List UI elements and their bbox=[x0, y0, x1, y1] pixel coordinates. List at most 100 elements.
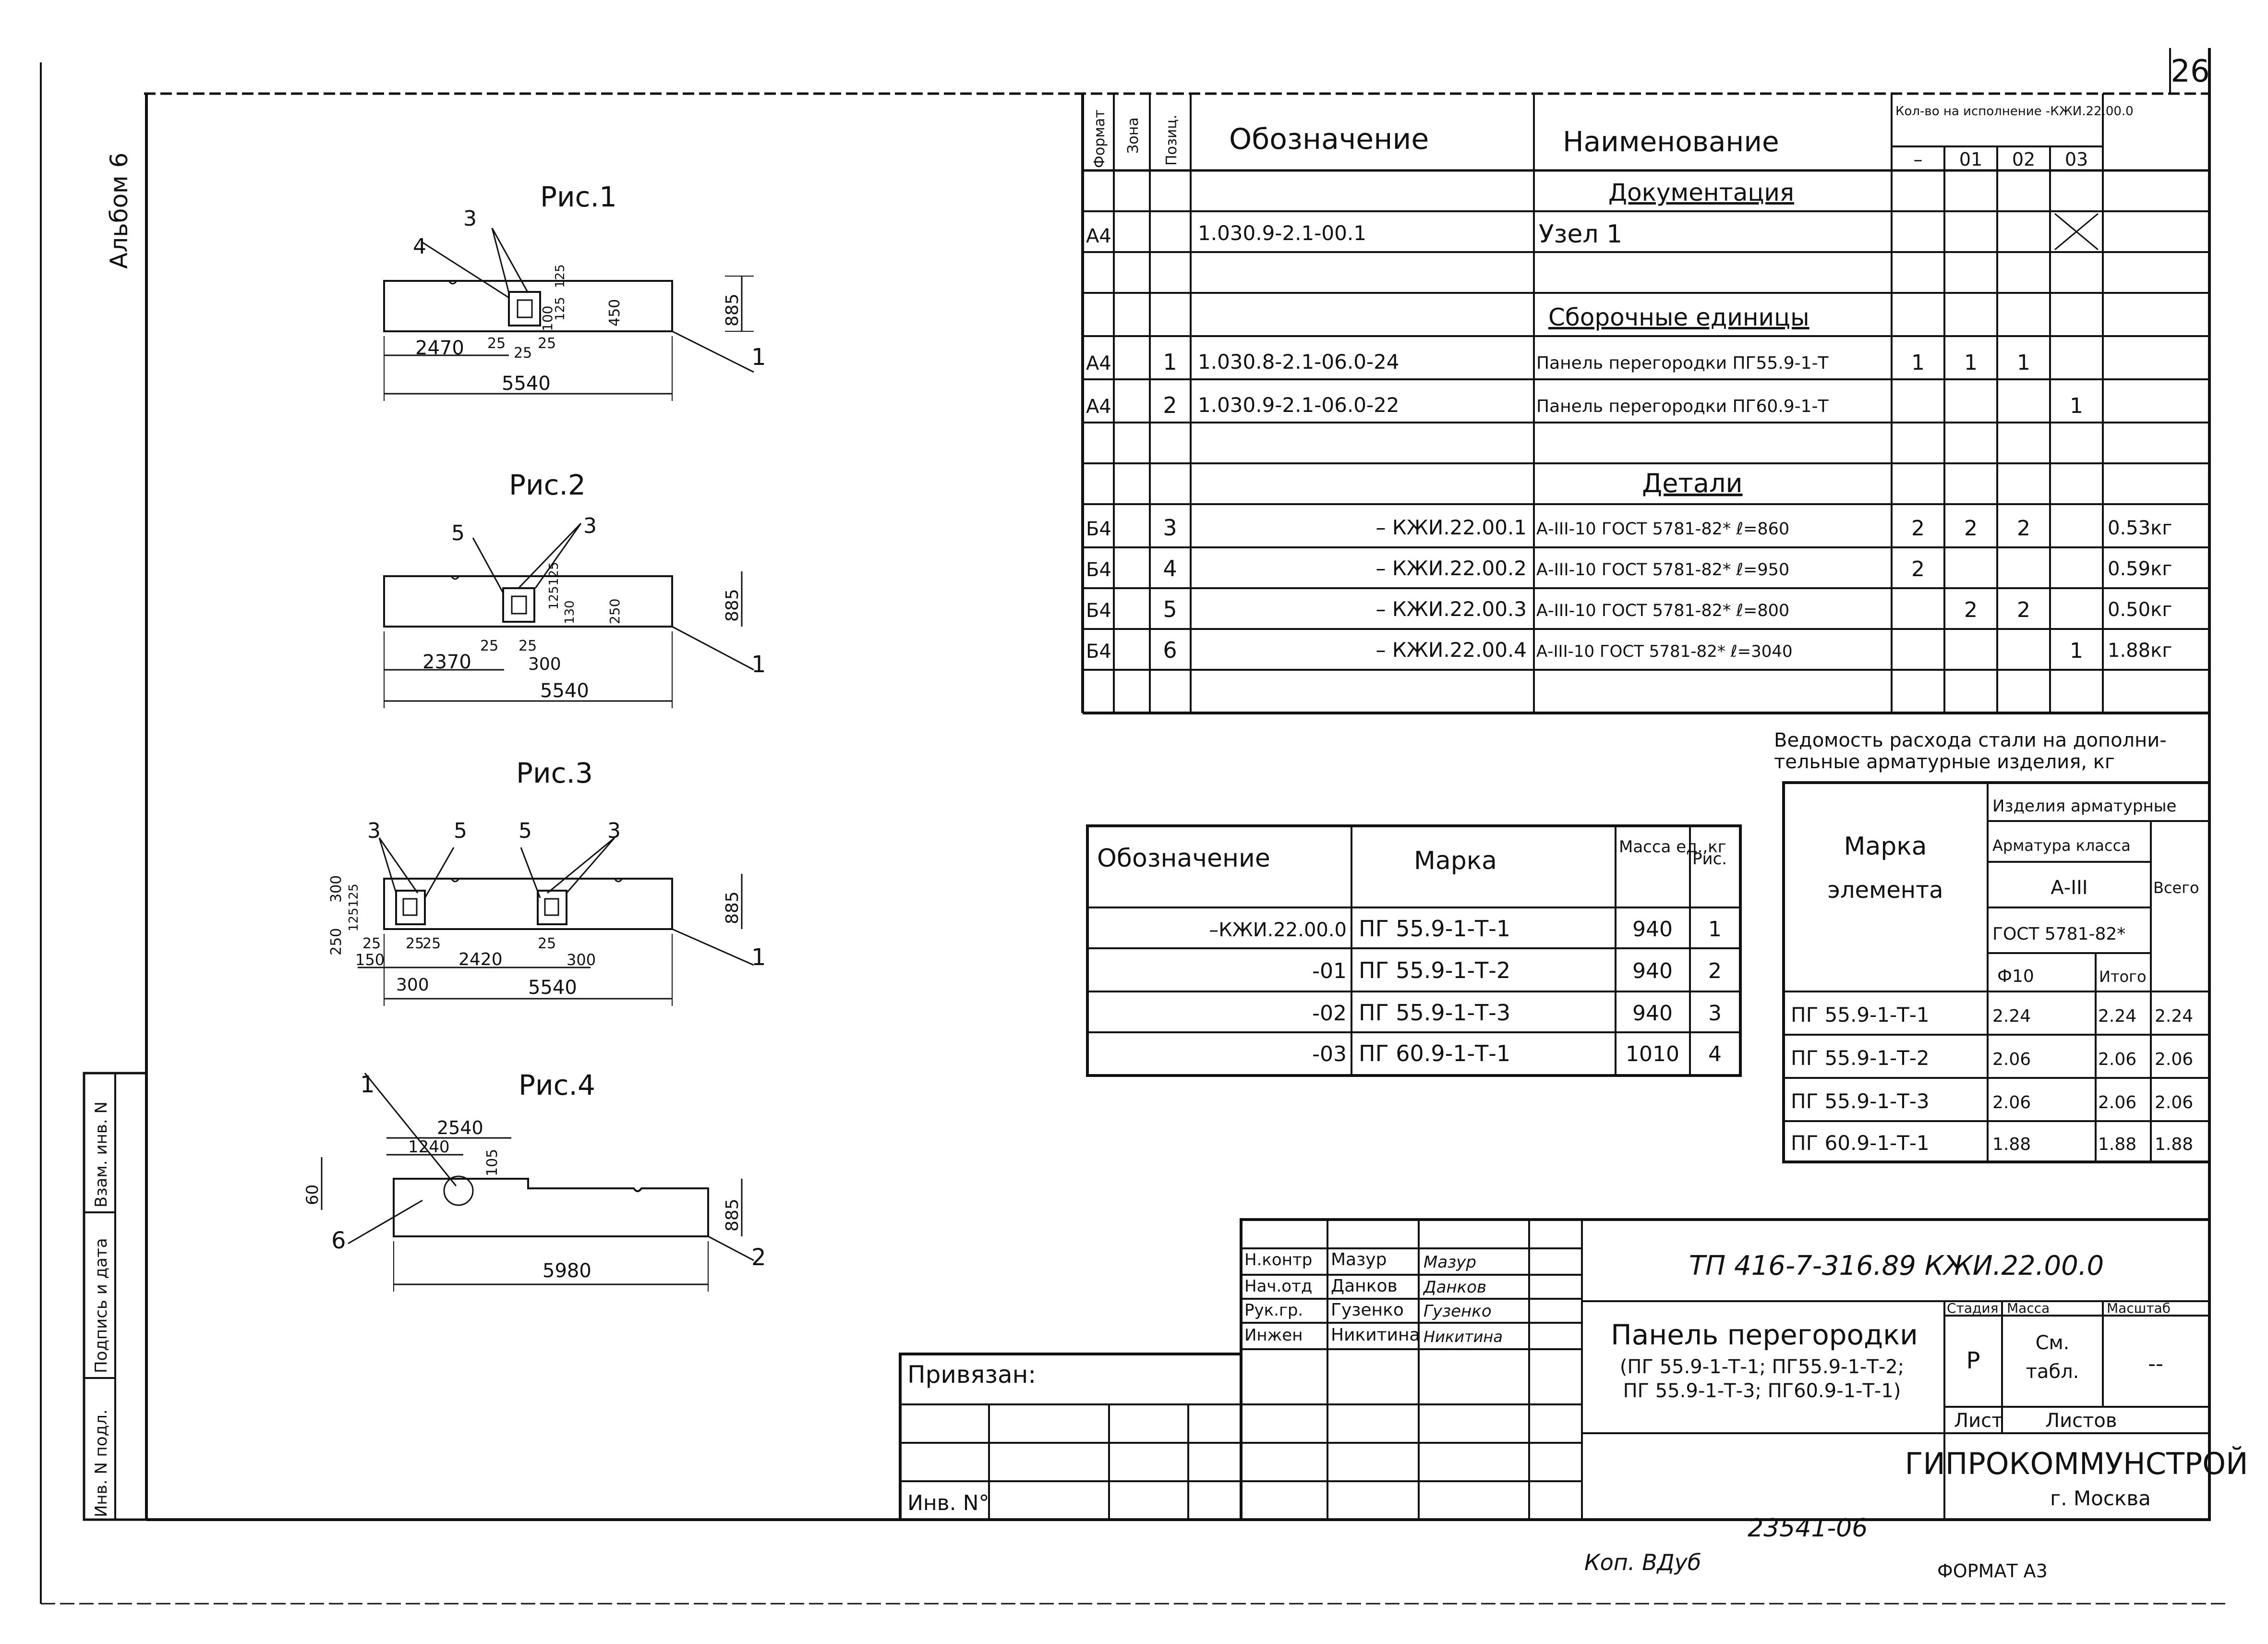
steel-cell-d10: 2.06 bbox=[1992, 1050, 2031, 1069]
stage-header: Стадия bbox=[1947, 1300, 1998, 1316]
spec-cell-designation: – КЖИ.22.00.1 bbox=[1376, 516, 1527, 539]
figure-3-title: Рис.3 bbox=[516, 757, 593, 789]
fig2-dim-300: 300 bbox=[528, 654, 561, 674]
fig3-dim-300b: 300 bbox=[567, 951, 596, 969]
fig1-callout-3: 3 bbox=[463, 206, 477, 231]
fig2-dim-250: 250 bbox=[607, 599, 623, 624]
staff-row-2: Рук.гр. Гузенко Гузенко bbox=[1244, 1300, 1492, 1321]
staff-name: Гузенко bbox=[1331, 1300, 1404, 1320]
figure-4-title: Рис.4 bbox=[519, 1069, 595, 1101]
fig1-dim-885: 885 bbox=[723, 293, 742, 326]
fig4-dim-1240: 1240 bbox=[408, 1137, 450, 1157]
fig1-dim-5540: 5540 bbox=[502, 373, 551, 395]
staff-role: Инжен bbox=[1244, 1326, 1303, 1345]
spec-cell-qty: 2 bbox=[1964, 598, 1978, 622]
spec-cell-pos: 2 bbox=[1163, 392, 1177, 418]
spec-section-assemblies: Сборочные единицы bbox=[1548, 303, 1810, 331]
steel-row-1: ПГ 55.9-1-Т-2 2.06 2.06 2.06 bbox=[1791, 1046, 2193, 1070]
fig2-dim-125a: 125 bbox=[547, 562, 561, 586]
spec-cell-qty: 2 bbox=[1964, 516, 1978, 541]
marks-cell-mass: 1010 bbox=[1626, 1042, 1679, 1066]
steel-row-2: ПГ 55.9-1-Т-3 2.06 2.06 2.06 bbox=[1791, 1089, 2193, 1113]
spec-qty-col-base: – bbox=[1914, 149, 1923, 170]
fig3-callout-1: 1 bbox=[751, 944, 766, 971]
spec-cell-pos: 3 bbox=[1163, 515, 1177, 541]
marks-cell-designation: -01 bbox=[1312, 959, 1347, 983]
marks-row-0: –КЖИ.22.00.0 ПГ 55.9-1-Т-1 940 1 bbox=[1209, 916, 1722, 942]
spec-cell-name: Панель перегородки ПГ60.9-1-Т bbox=[1536, 397, 1829, 416]
scale-header: Масштаб bbox=[2107, 1300, 2171, 1316]
fig4-dim-105: 105 bbox=[484, 1149, 501, 1176]
steel-cell-itogo: 2.06 bbox=[2098, 1093, 2136, 1112]
document-name-2: (ПГ 55.9-1-Т-1; ПГ55.9-1-Т-2; bbox=[1620, 1356, 1904, 1378]
fig3-dim-300c: 300 bbox=[396, 975, 429, 995]
marks-cell-designation: –КЖИ.22.00.0 bbox=[1209, 919, 1347, 941]
spec-cell-designation: – КЖИ.22.00.3 bbox=[1376, 597, 1527, 621]
steel-cell-itogo: 1.88 bbox=[2098, 1135, 2136, 1154]
fig2-dim-885: 885 bbox=[723, 589, 742, 622]
spec-cell-pos: 6 bbox=[1163, 637, 1177, 663]
steel-title-line1: Ведомость расхода стали на дополни- bbox=[1774, 729, 2167, 751]
marks-header-mark: Марка bbox=[1414, 846, 1497, 875]
staff-role: Н.контр bbox=[1244, 1250, 1312, 1269]
fig1-dim-2470: 2470 bbox=[415, 337, 464, 359]
spec-cell-format: Б4 bbox=[1086, 600, 1111, 622]
marks-cell-fig: 3 bbox=[1708, 1001, 1722, 1026]
fig2-callout-1: 1 bbox=[751, 651, 766, 678]
fig1-callout-4: 4 bbox=[413, 234, 426, 259]
spec-header-qty: Кол-во на исполнение -КЖИ.22.00.0 bbox=[1895, 104, 2134, 119]
specification-table: Формат Зона Позиц. Обозначение Наименова… bbox=[1081, 94, 2209, 714]
marks-header-fig: Рис. bbox=[1692, 849, 1727, 869]
spec-row-pos-1: А4 1 1.030.8-2.1-06.0-24 Панель перегоро… bbox=[1086, 349, 2030, 375]
marks-cell-mass: 940 bbox=[1632, 1001, 1673, 1026]
spec-cell-name: Панель перегородки ПГ55.9-1-Т bbox=[1536, 353, 1829, 373]
staff-signature: Гузенко bbox=[1424, 1302, 1492, 1321]
spec-cell-designation: 1.030.8-2.1-06.0-24 bbox=[1198, 350, 1399, 374]
spec-cell-pos: 4 bbox=[1163, 556, 1177, 581]
staff-signature: Никитина bbox=[1424, 1328, 1503, 1346]
spec-row-pos-5: Б4 5 – КЖИ.22.00.3 А-III-10 ГОСТ 5781-82… bbox=[1086, 596, 2172, 622]
spec-cell-pos: 1 bbox=[1163, 349, 1177, 375]
marks-cell-mass: 940 bbox=[1632, 917, 1673, 942]
fig4-dim-60: 60 bbox=[303, 1185, 322, 1205]
steel-cell-itogo: 2.24 bbox=[2098, 1006, 2136, 1026]
steel-cell-d10: 2.24 bbox=[1992, 1006, 2031, 1026]
spec-cell-qty: 2 bbox=[2017, 598, 2030, 622]
spec-qty-col-01: 01 bbox=[1959, 149, 1982, 170]
fig1-dim-25b: 25 bbox=[514, 345, 532, 362]
fig4-dim-5980: 5980 bbox=[543, 1260, 591, 1282]
spec-cell-designation: – КЖИ.22.00.2 bbox=[1376, 556, 1527, 580]
steel-cell-d10: 1.88 bbox=[1992, 1135, 2031, 1154]
steel-cell-mark: ПГ 55.9-1-Т-1 bbox=[1791, 1003, 1930, 1027]
spec-cell-name: Узел 1 bbox=[1539, 220, 1622, 249]
marks-cell-fig: 1 bbox=[1708, 917, 1722, 942]
fig3-dim-25d: 25 bbox=[538, 935, 556, 952]
marks-row-2: -02 ПГ 55.9-1-Т-3 940 3 bbox=[1312, 1000, 1722, 1026]
spec-cell-qty: 1 bbox=[1964, 351, 1978, 375]
fig3-callout-5b: 5 bbox=[519, 819, 532, 843]
fig3-dim-2420: 2420 bbox=[458, 950, 503, 969]
steel-header-mark-2: элемента bbox=[1827, 877, 1943, 904]
staff-row-0: Н.контр Мазур Мазур bbox=[1244, 1250, 1476, 1272]
fig3-dim-885: 885 bbox=[723, 891, 742, 924]
steel-cell-d10: 2.06 bbox=[1992, 1093, 2031, 1112]
format-note: ФОРМАТ А3 bbox=[1937, 1560, 2048, 1582]
steel-cell-itogo: 2.06 bbox=[2098, 1050, 2136, 1069]
marks-header-mass: Масса ед.,кг bbox=[1619, 837, 1726, 857]
figure-4: Рис.4 1 6 2 2540 1240 105 60 5980 885 bbox=[303, 1069, 766, 1292]
fig3-dim-5540: 5540 bbox=[528, 977, 577, 999]
steel-header-gost: ГОСТ 5781-82* bbox=[1992, 924, 2125, 944]
fig1-dim-25a: 25 bbox=[487, 335, 506, 352]
staff-name: Никитина bbox=[1331, 1325, 1420, 1345]
fig4-callout-6: 6 bbox=[331, 1227, 346, 1254]
figure-1: Рис.1 3 4 1 2470 25 25 25 100 5540 885 1… bbox=[383, 181, 766, 401]
fig4-dim-885: 885 bbox=[723, 1198, 742, 1232]
fig3-callout-5a: 5 bbox=[454, 819, 467, 843]
fig3-dim-125b: 125 bbox=[347, 907, 361, 931]
spec-cell-qty: 1 bbox=[2070, 394, 2083, 418]
fig1-dim-450: 450 bbox=[606, 299, 623, 326]
steel-header-a3: А-III bbox=[2051, 877, 2087, 899]
spec-cell-format: Б4 bbox=[1086, 641, 1111, 663]
spec-qty-col-02: 02 bbox=[2012, 149, 2035, 170]
